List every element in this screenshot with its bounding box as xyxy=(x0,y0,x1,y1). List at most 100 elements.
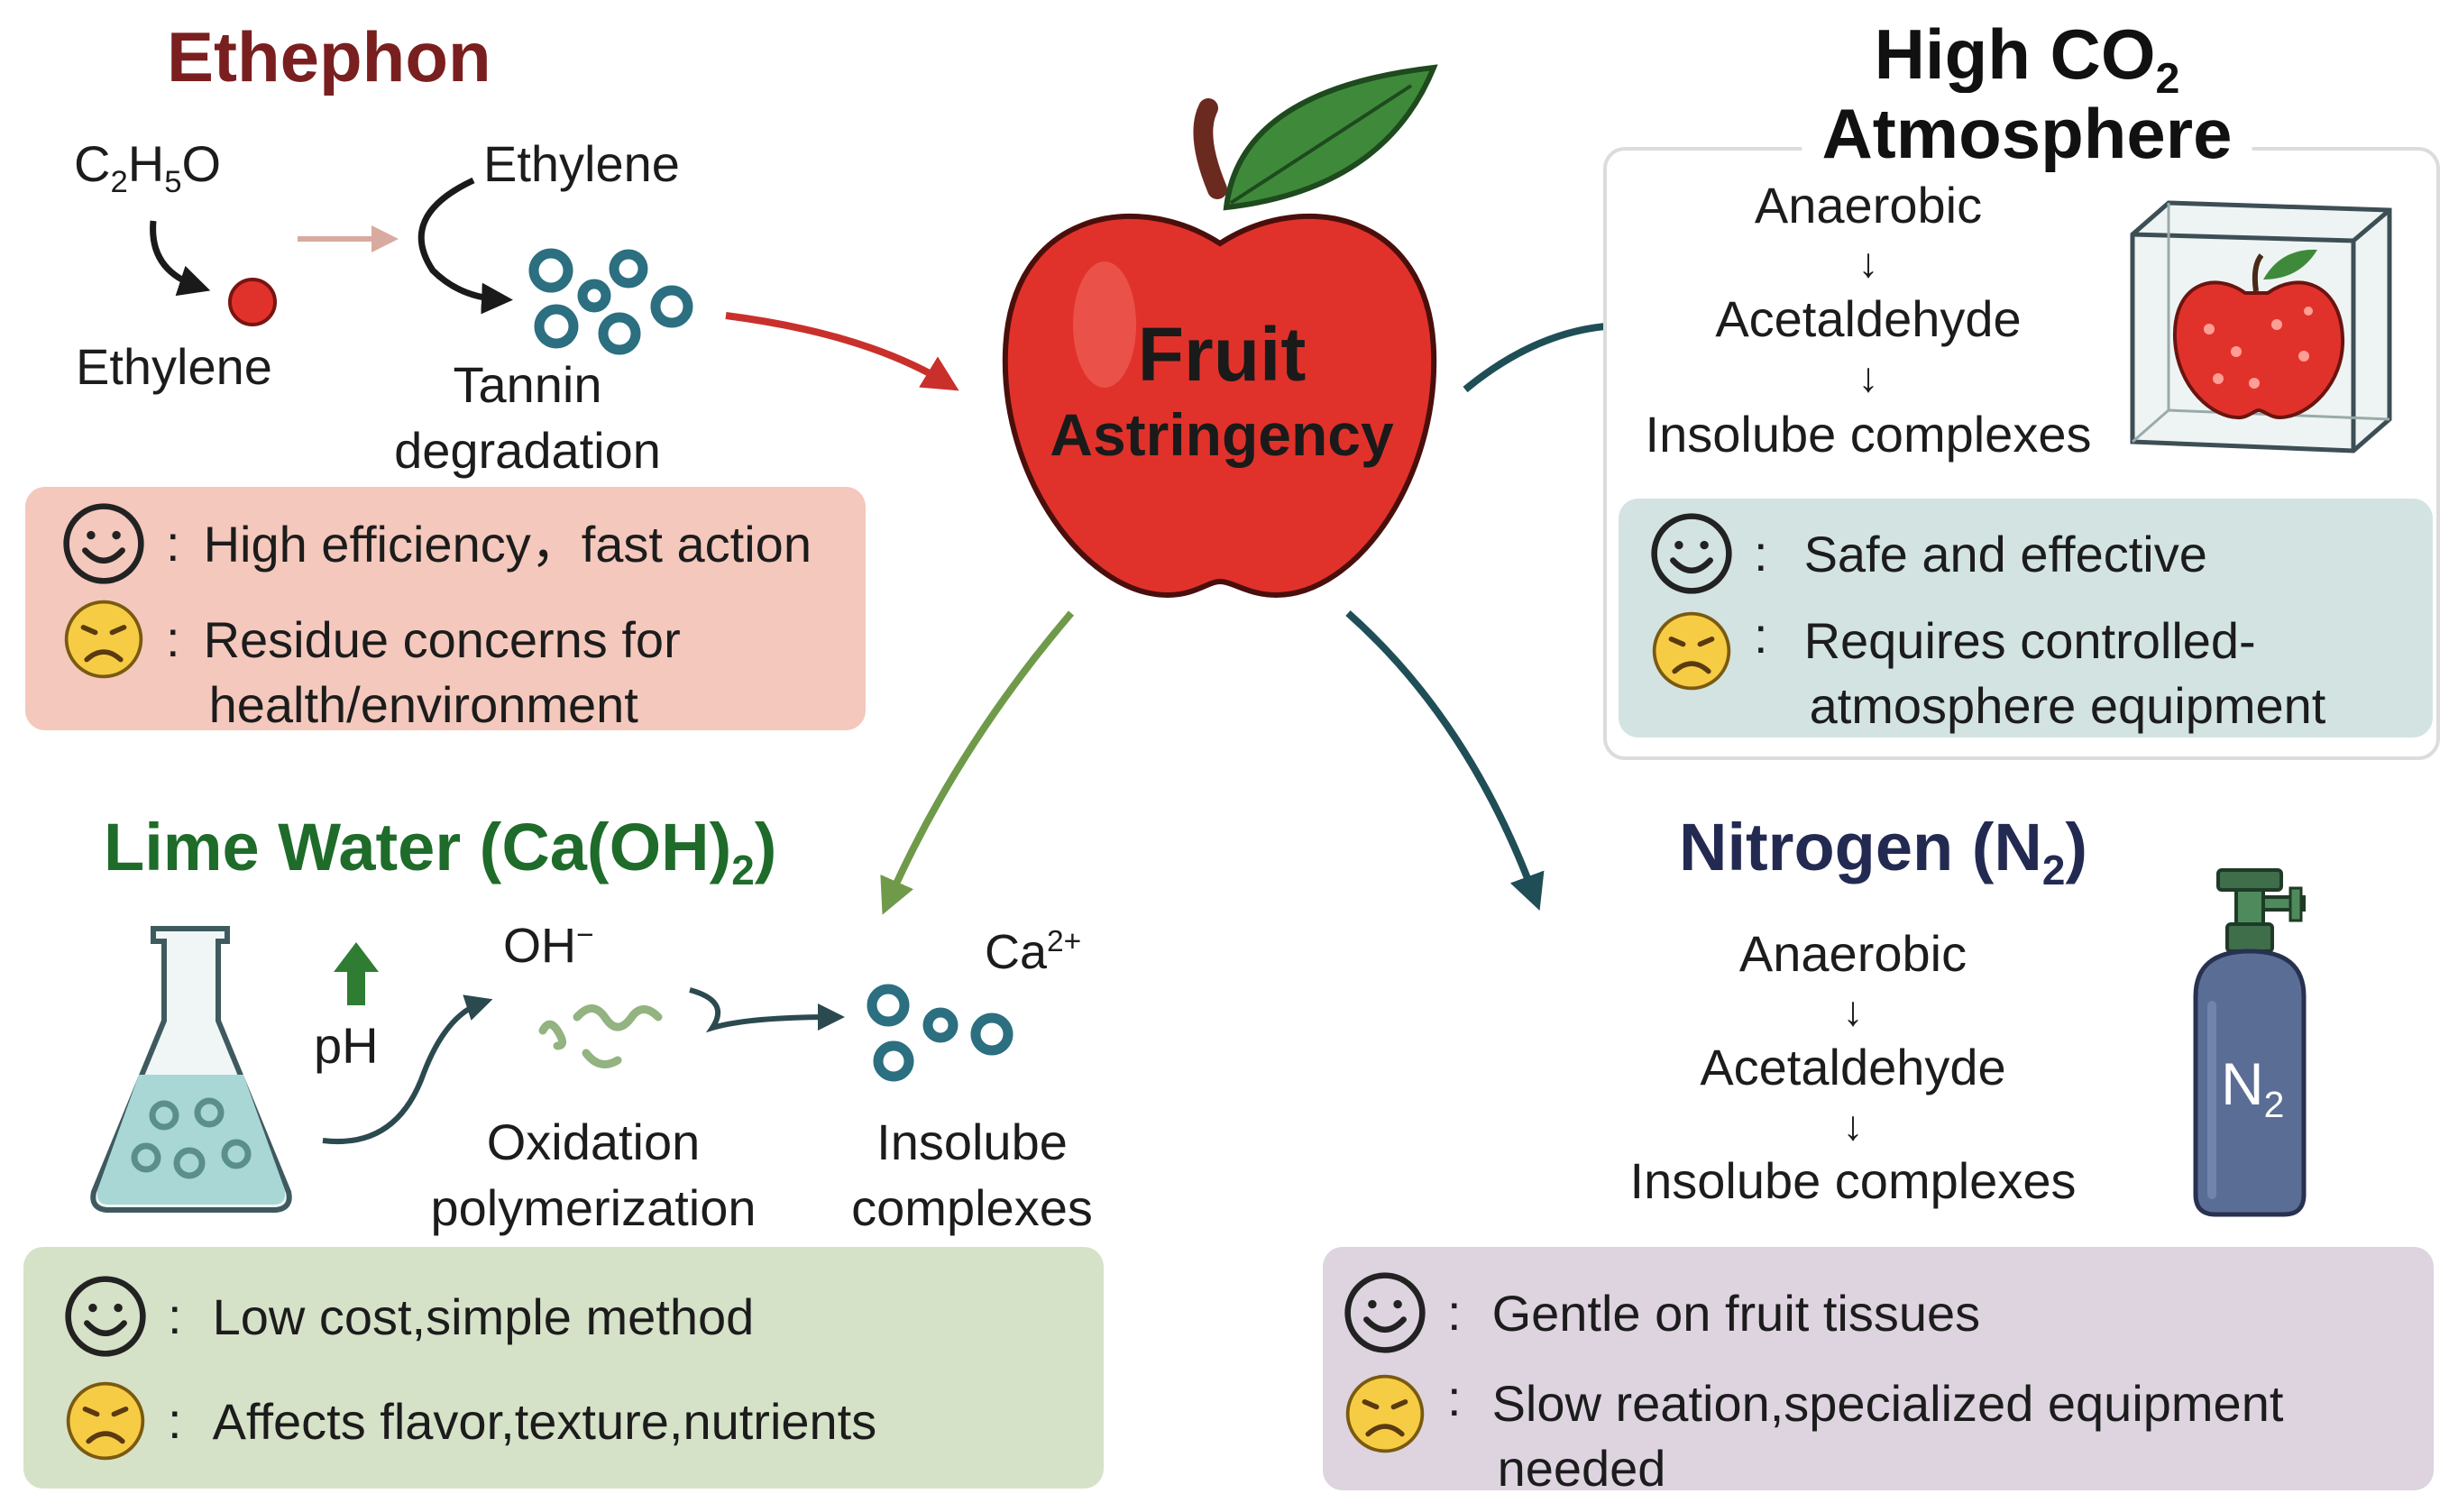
pro-colon: : xyxy=(166,515,180,572)
happy-face-icon xyxy=(65,1276,146,1357)
con-colon: : xyxy=(1754,607,1768,664)
ph-up-arrow-icon xyxy=(334,942,379,1005)
apple-icon xyxy=(1002,64,1438,599)
ethephon-pros-cons-box: : High efficiency，fast action : Residue … xyxy=(25,487,866,733)
co2-step-anaerobic: Anaerobic xyxy=(1754,177,1983,234)
co2-con-row: : Requires controlled- atmosphere equipm… xyxy=(1649,609,2325,738)
happy-face-icon xyxy=(1344,1272,1426,1353)
arrow-ethylene-to-tannin xyxy=(417,177,513,315)
ca-text: Ca xyxy=(985,925,1048,979)
lime-title-end: ) xyxy=(754,810,777,884)
co2-con-text: Requires controlled- atmosphere equipmen… xyxy=(1804,609,2326,738)
co2-title-line2: Atmosphere xyxy=(1802,93,2252,175)
lime-title-main: Lime Water (Ca(OH) xyxy=(104,810,732,884)
arrow-fruit-to-co2 xyxy=(1463,323,1606,393)
nitrogen-title-sub: 2 xyxy=(2041,846,2066,893)
co2-con-line1: Requires controlled- xyxy=(1803,612,2256,669)
oh-text: OH xyxy=(503,919,576,973)
lime-con-row: : Affects flavor,texture,nutrients xyxy=(63,1379,876,1463)
arrow-fruit-to-nitrogen xyxy=(1345,610,1545,912)
tank-sub: 2 xyxy=(2263,1084,2285,1126)
polymer-strands-icon xyxy=(538,1004,663,1068)
ethephon-con-text: Residue concerns for health/environment xyxy=(204,597,681,737)
co2-pro-row: : Safe and effective xyxy=(1649,511,2207,596)
sad-face-icon xyxy=(1652,611,1731,691)
lime-water-title: Lime Water (Ca(OH)2) xyxy=(104,809,776,894)
ethephon-title: Ethephon xyxy=(167,17,491,96)
gas-cylinder-icon xyxy=(2193,868,2307,1217)
lime-pros-cons-box: : Low cost,simple method : Affects flavo… xyxy=(23,1247,1104,1489)
co2-pros-cons-box: : Safe and effective : Requires controll… xyxy=(1619,499,2433,738)
sad-face-icon xyxy=(64,600,143,679)
ethylene-label-bottom: Ethylene xyxy=(76,338,272,395)
nitrogen-pro-row: : Gentle on fruit tissues xyxy=(1343,1270,1980,1355)
formula-o: O xyxy=(181,135,222,192)
calcium-label: Ca2+ xyxy=(985,924,1081,980)
co2-pro-text: Safe and effective xyxy=(1803,526,2207,582)
insoluble-label-line1: Insolube xyxy=(876,1113,1068,1170)
tank-n: N xyxy=(2221,1050,2264,1117)
tank-label: N2 xyxy=(2221,1050,2284,1126)
ethephon-pro-text: High efficiency，fast action xyxy=(203,516,812,573)
insoluble-label-line2: complexes xyxy=(851,1179,1093,1236)
formula-sub-5: 5 xyxy=(164,165,182,200)
happy-face-icon xyxy=(1651,513,1732,594)
arrow-oh-to-ca xyxy=(689,987,845,1033)
ethephon-pro-row: : High efficiency，fast action xyxy=(61,501,812,586)
nitrogen-step-arrow-1: ↓ xyxy=(1842,987,1864,1034)
nitrogen-step-anaerobic: Anaerobic xyxy=(1738,925,1967,982)
con-colon: : xyxy=(1447,1370,1462,1426)
nitrogen-title: Nitrogen (N2) xyxy=(1679,809,2087,894)
fruit-astringency-center: Fruit Astringency xyxy=(987,54,1456,613)
happy-face-icon xyxy=(63,503,144,584)
formula-c: C xyxy=(74,135,111,192)
pro-colon: : xyxy=(1447,1284,1462,1341)
co2-con-line2: atmosphere equipment xyxy=(1809,676,2326,734)
nitrogen-pros-cons-box: : Gentle on fruit tissues : Slow reation… xyxy=(1323,1247,2434,1497)
tannin-label-line1: Tannin xyxy=(453,356,602,413)
arrow-flask-to-oh xyxy=(322,994,493,1144)
nitrogen-step-insoluble: Insolube complexes xyxy=(1629,1152,2077,1209)
nitrogen-con-text: Slow reation,specialized equipment neede… xyxy=(1492,1371,2284,1500)
pro-colon: : xyxy=(1754,525,1768,582)
formula-h: H xyxy=(127,135,165,192)
hydroxide-label: OH− xyxy=(503,918,594,974)
lime-title-sub: 2 xyxy=(731,846,755,893)
ethylene-label-top: Ethylene xyxy=(483,135,680,192)
flask-icon xyxy=(90,926,292,1213)
co2-title-line1: High CO2 xyxy=(1859,14,2195,105)
con-colon: : xyxy=(168,1392,182,1449)
co2-step-insoluble: Insolube complexes xyxy=(1645,406,2092,463)
nitrogen-step-acetaldehyde: Acetaldehyde xyxy=(1700,1039,2006,1095)
nitrogen-step-arrow-2: ↓ xyxy=(1842,1102,1864,1149)
ethephon-con-line2: health/environment xyxy=(208,675,638,733)
ethephon-con-row: : Residue concerns for health/environmen… xyxy=(61,597,681,737)
tannin-label-line2: degradation xyxy=(394,422,661,479)
co2-step-acetaldehyde: Acetaldehyde xyxy=(1715,290,2022,347)
lime-con-text: Affects flavor,texture,nutrients xyxy=(212,1393,877,1450)
oxidation-label-line1: Oxidation xyxy=(486,1113,701,1170)
formula-sub-2: 2 xyxy=(110,165,128,200)
nitrogen-tank: N2 xyxy=(2178,861,2340,1222)
arrow-fruit-to-lime xyxy=(880,610,1075,915)
sad-face-icon xyxy=(1345,1374,1425,1453)
ethephon-formula: C2H5O xyxy=(74,135,221,201)
insoluble-complex-icon xyxy=(867,984,1014,1082)
nitrogen-title-end: ) xyxy=(2065,810,2088,884)
center-title-line2: Astringency xyxy=(1050,401,1394,468)
oh-sup: − xyxy=(576,919,594,952)
nitrogen-pro-text: Gentle on fruit tissues xyxy=(1491,1285,1981,1342)
con-colon: : xyxy=(166,610,180,667)
nitrogen-con-row: : Slow reation,specialized equipment nee… xyxy=(1343,1371,2283,1500)
tannin-molecules-icon xyxy=(528,248,693,355)
pro-colon: : xyxy=(168,1287,182,1344)
co2-step-arrow-1: ↓ xyxy=(1857,239,1879,286)
ethylene-dot-icon xyxy=(228,278,277,326)
sad-face-icon xyxy=(66,1381,145,1461)
arrow-ethephon-to-fruit xyxy=(725,312,959,391)
lime-pro-text: Low cost,simple method xyxy=(212,1288,755,1345)
co2-step-arrow-2: ↓ xyxy=(1857,353,1879,400)
co2-title-main: High CO xyxy=(1874,14,2156,94)
ph-label: pH xyxy=(314,1017,379,1074)
